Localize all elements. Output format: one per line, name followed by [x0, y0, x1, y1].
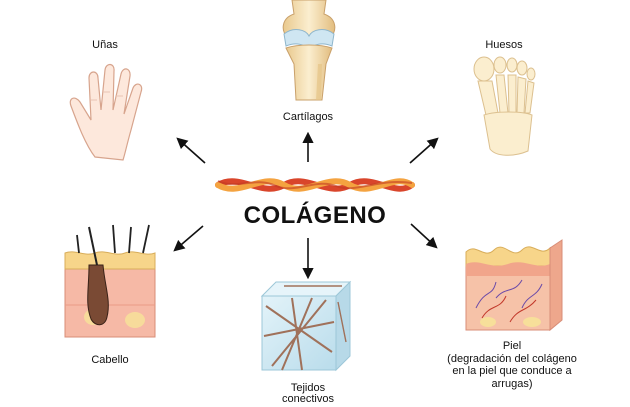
- connective-tissue-icon: [260, 280, 352, 372]
- node-label-piel-line-4: arrugas): [491, 377, 533, 390]
- center-title: COLÁGENO: [243, 202, 387, 229]
- node-label-cartilagos: Cartílagos: [282, 111, 334, 123]
- arrows: [173, 131, 439, 280]
- hair-follicle-icon: [64, 224, 156, 338]
- node-label-tejidos-line-1: Tejidos: [290, 382, 326, 394]
- arrow-to-piel: [410, 223, 438, 249]
- node-label-huesos: Huesos: [485, 39, 523, 51]
- node-label-cabello: Cabello: [91, 354, 129, 366]
- arrow-to-huesos: [409, 137, 439, 164]
- node-label-piel-line-2: (degradación del colágeno: [447, 352, 577, 365]
- collagen-fiber-icon: [215, 178, 415, 192]
- skin-layers-icon: [465, 239, 563, 332]
- hand-icon: [69, 63, 143, 161]
- node-label-piel-line-1: Piel: [502, 340, 522, 352]
- arrow-to-cabello: [173, 225, 204, 252]
- foot-bones-icon: [473, 56, 536, 156]
- node-label-piel: Piel (degradación del colágeno en la pie…: [437, 340, 587, 390]
- node-label-piel-line-3: en la piel que conduce a: [452, 365, 572, 377]
- node-label-tejidos-line-2: conectivos: [282, 393, 334, 405]
- node-label-tejidos: Tejidos conectivos: [268, 383, 348, 405]
- knee-joint-icon: [282, 0, 336, 101]
- node-label-unas: Uñas: [92, 39, 118, 51]
- arrow-to-unas: [176, 137, 206, 164]
